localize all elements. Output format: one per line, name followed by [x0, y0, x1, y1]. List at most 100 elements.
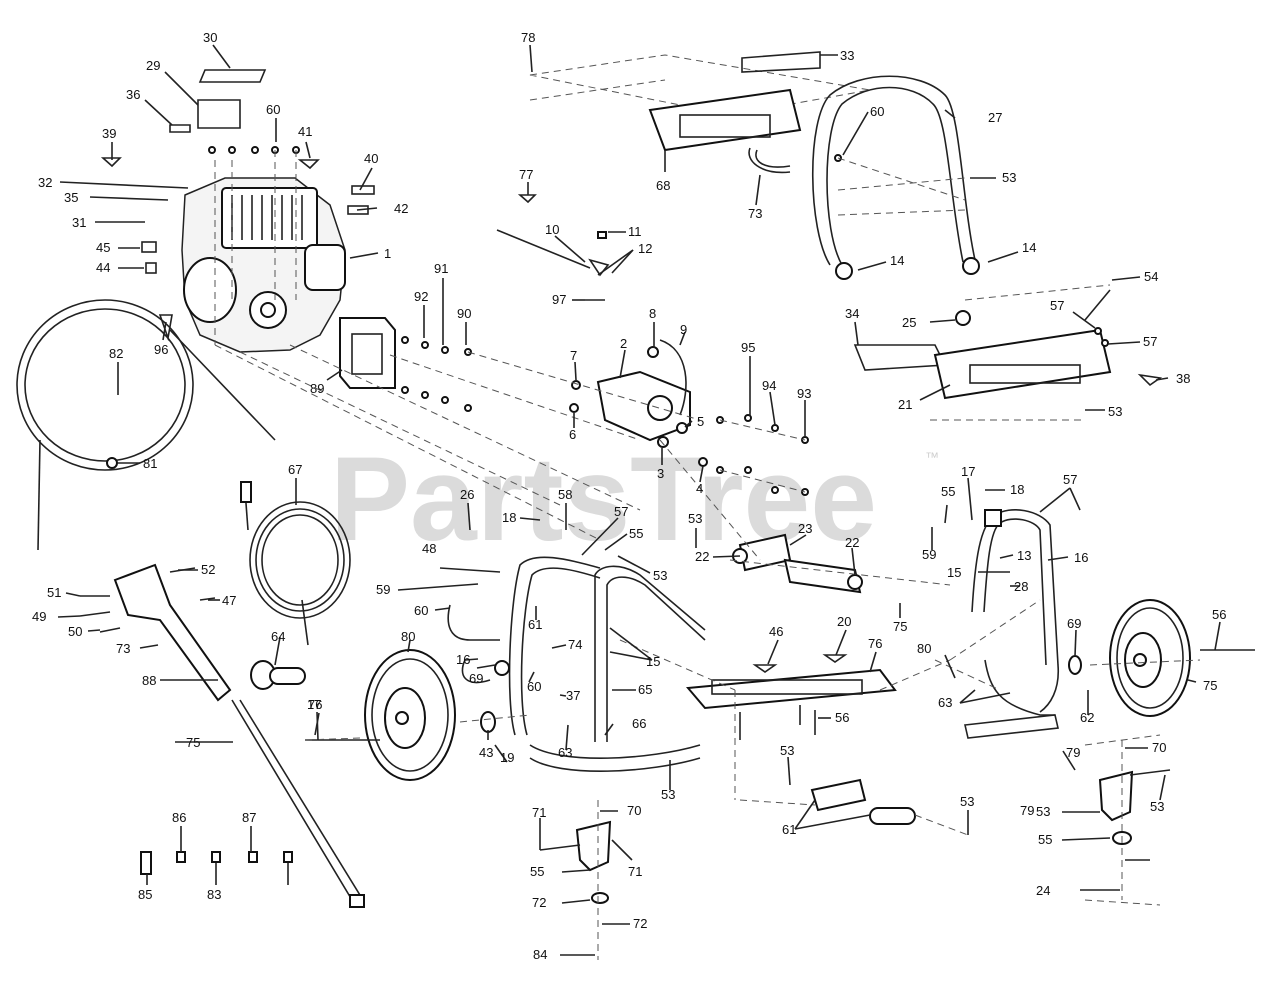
callout-number: 18	[1010, 482, 1024, 497]
callout-number: 31	[72, 215, 86, 230]
right-frame	[964, 509, 1060, 739]
callout-number: 45	[96, 240, 110, 255]
callout-number: 63	[938, 695, 952, 710]
callout-number: 27	[988, 110, 1002, 125]
callout-number: 77	[519, 167, 533, 182]
callout-number: 89	[310, 381, 324, 396]
handle-bracket	[853, 289, 1163, 400]
callout-number: 91	[434, 261, 448, 276]
callout-number: 53	[1150, 799, 1164, 814]
callout-number: 72	[633, 916, 647, 931]
callout-number: 7	[570, 348, 577, 363]
callout-number: 83	[207, 887, 221, 902]
callout-number: 2	[620, 336, 627, 351]
callout-number: 50	[68, 624, 82, 639]
callout-number: 82	[109, 346, 123, 361]
pump-assembly	[569, 339, 708, 467]
engine-assembly	[181, 177, 346, 353]
callout-number: 61	[782, 822, 796, 837]
callout-number: 53	[653, 568, 667, 583]
right-wheel	[1068, 599, 1255, 717]
callout-number: 18	[502, 510, 516, 525]
callout-number: 53	[661, 787, 675, 802]
callout-number: 42	[394, 201, 408, 216]
callout-number: 66	[632, 716, 646, 731]
callout-number: 90	[457, 306, 471, 321]
callout-number: 11	[628, 224, 642, 239]
callout-number: 71	[532, 805, 546, 820]
callout-number: 16	[1074, 550, 1088, 565]
foot-right	[1084, 734, 1171, 906]
callout-number: 38	[1176, 371, 1190, 386]
callout-number: 10	[545, 222, 559, 237]
callout-number: 56	[1212, 607, 1226, 622]
callout-number: 76	[868, 636, 882, 651]
callout-number: 15	[947, 565, 961, 580]
handle-frame	[811, 75, 980, 280]
callout-number: 94	[762, 378, 776, 393]
callout-number: 87	[242, 810, 256, 825]
callout-number: 48	[422, 541, 436, 556]
pump-mount-plate	[339, 317, 472, 412]
callout-number: 53	[960, 794, 974, 809]
callout-number: 79	[1066, 745, 1080, 760]
callout-number: 65	[638, 682, 652, 697]
callout-number: 28	[1014, 579, 1028, 594]
watermark: PartsTree	[330, 432, 877, 566]
callout-number: 54	[1144, 269, 1158, 284]
callout-number: 39	[102, 126, 116, 141]
callout-number: 34	[845, 306, 859, 321]
callout-number: 64	[271, 629, 285, 644]
callout-number: 53	[1108, 404, 1122, 419]
callout-number: 79	[1020, 803, 1034, 818]
assembly-guide-lines	[214, 150, 1201, 836]
callout-number: 93	[797, 386, 811, 401]
callout-number: 22	[695, 549, 709, 564]
callout-number: 13	[1017, 548, 1031, 563]
callout-number: 49	[32, 609, 46, 624]
callout-number: 59	[922, 547, 936, 562]
callout-number: 73	[748, 206, 762, 221]
callout-number: 15	[646, 654, 660, 669]
callout-number: 26	[460, 487, 474, 502]
callout-number: 76	[308, 697, 322, 712]
callout-number: 9	[680, 322, 687, 337]
left-frame	[447, 556, 706, 772]
callout-number: 12	[638, 241, 652, 256]
callout-number: 73	[116, 641, 130, 656]
callout-number: 70	[627, 803, 641, 818]
callout-number: 51	[47, 585, 61, 600]
callout-number: 60	[266, 102, 280, 117]
callout-number: 55	[1038, 832, 1052, 847]
misc-top-parts	[496, 194, 610, 301]
watermark-trademark: ™	[925, 449, 939, 465]
high-pressure-hose	[16, 299, 276, 551]
detergent-filter	[250, 660, 306, 690]
callout-number: 53	[1002, 170, 1016, 185]
callout-number: 55	[941, 484, 955, 499]
callout-number: 46	[769, 624, 783, 639]
callout-number: 24	[1036, 883, 1050, 898]
callout-numbers: 30 29 36 60 41 39 40 32 35 42 31 45 44 1…	[32, 30, 1226, 962]
callout-number: 69	[1067, 616, 1081, 631]
callout-number: 3	[657, 466, 664, 481]
callout-number: 67	[288, 462, 302, 477]
callout-number: 92	[414, 289, 428, 304]
callout-number: 35	[64, 190, 78, 205]
callout-number: 21	[898, 397, 912, 412]
callout-number: 53	[1036, 804, 1050, 819]
callout-number: 95	[741, 340, 755, 355]
callout-number: 32	[38, 175, 52, 190]
panel-assembly	[529, 51, 871, 174]
callout-number: 20	[837, 614, 851, 629]
foot-center	[539, 800, 612, 960]
callout-number: 36	[126, 87, 140, 102]
callout-number: 97	[552, 292, 566, 307]
callout-number: 57	[1063, 472, 1077, 487]
callout-number: 33	[840, 48, 854, 63]
callout-number: 60	[527, 679, 541, 694]
callout-number: 74	[568, 637, 582, 652]
callout-number: 81	[143, 456, 157, 471]
callout-number: 56	[835, 710, 849, 725]
callout-number: 22	[845, 535, 859, 550]
